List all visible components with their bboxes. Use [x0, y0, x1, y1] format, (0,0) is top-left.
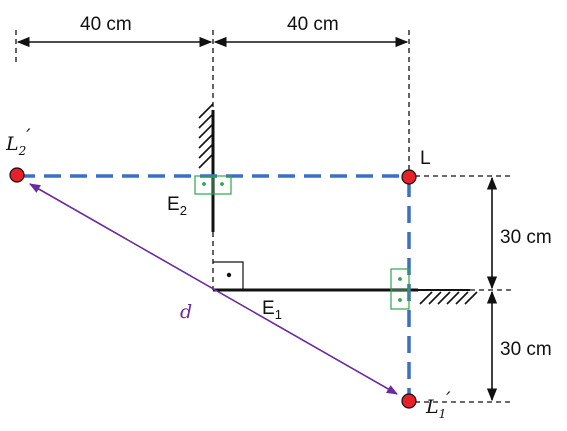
right-angle-icon-e2 — [194, 175, 232, 195]
mirror-e1-label: E1 — [262, 298, 282, 322]
image-l2-point — [9, 167, 25, 183]
image-l1-label: L1′ — [425, 388, 451, 421]
mirror-e2-hatch — [198, 103, 214, 169]
mirror-e2-label: E2 — [167, 194, 187, 218]
dimension-top-right: 40 cm — [287, 14, 339, 35]
image-l2-label: L2′ — [5, 125, 31, 158]
dimension-right-upper: 30 cm — [500, 227, 552, 248]
dimension-right-lower: 30 cm — [500, 339, 552, 360]
dimension-top-left: 40 cm — [80, 14, 132, 35]
distance-arrow-d — [29, 183, 398, 395]
right-angle-icon — [213, 261, 244, 290]
mirror-e1-hatch — [419, 291, 478, 305]
image-l1-point — [401, 393, 417, 409]
lamp-l-point — [401, 169, 417, 185]
lamp-label: L — [420, 148, 431, 169]
distance-label-d: d — [180, 301, 192, 323]
